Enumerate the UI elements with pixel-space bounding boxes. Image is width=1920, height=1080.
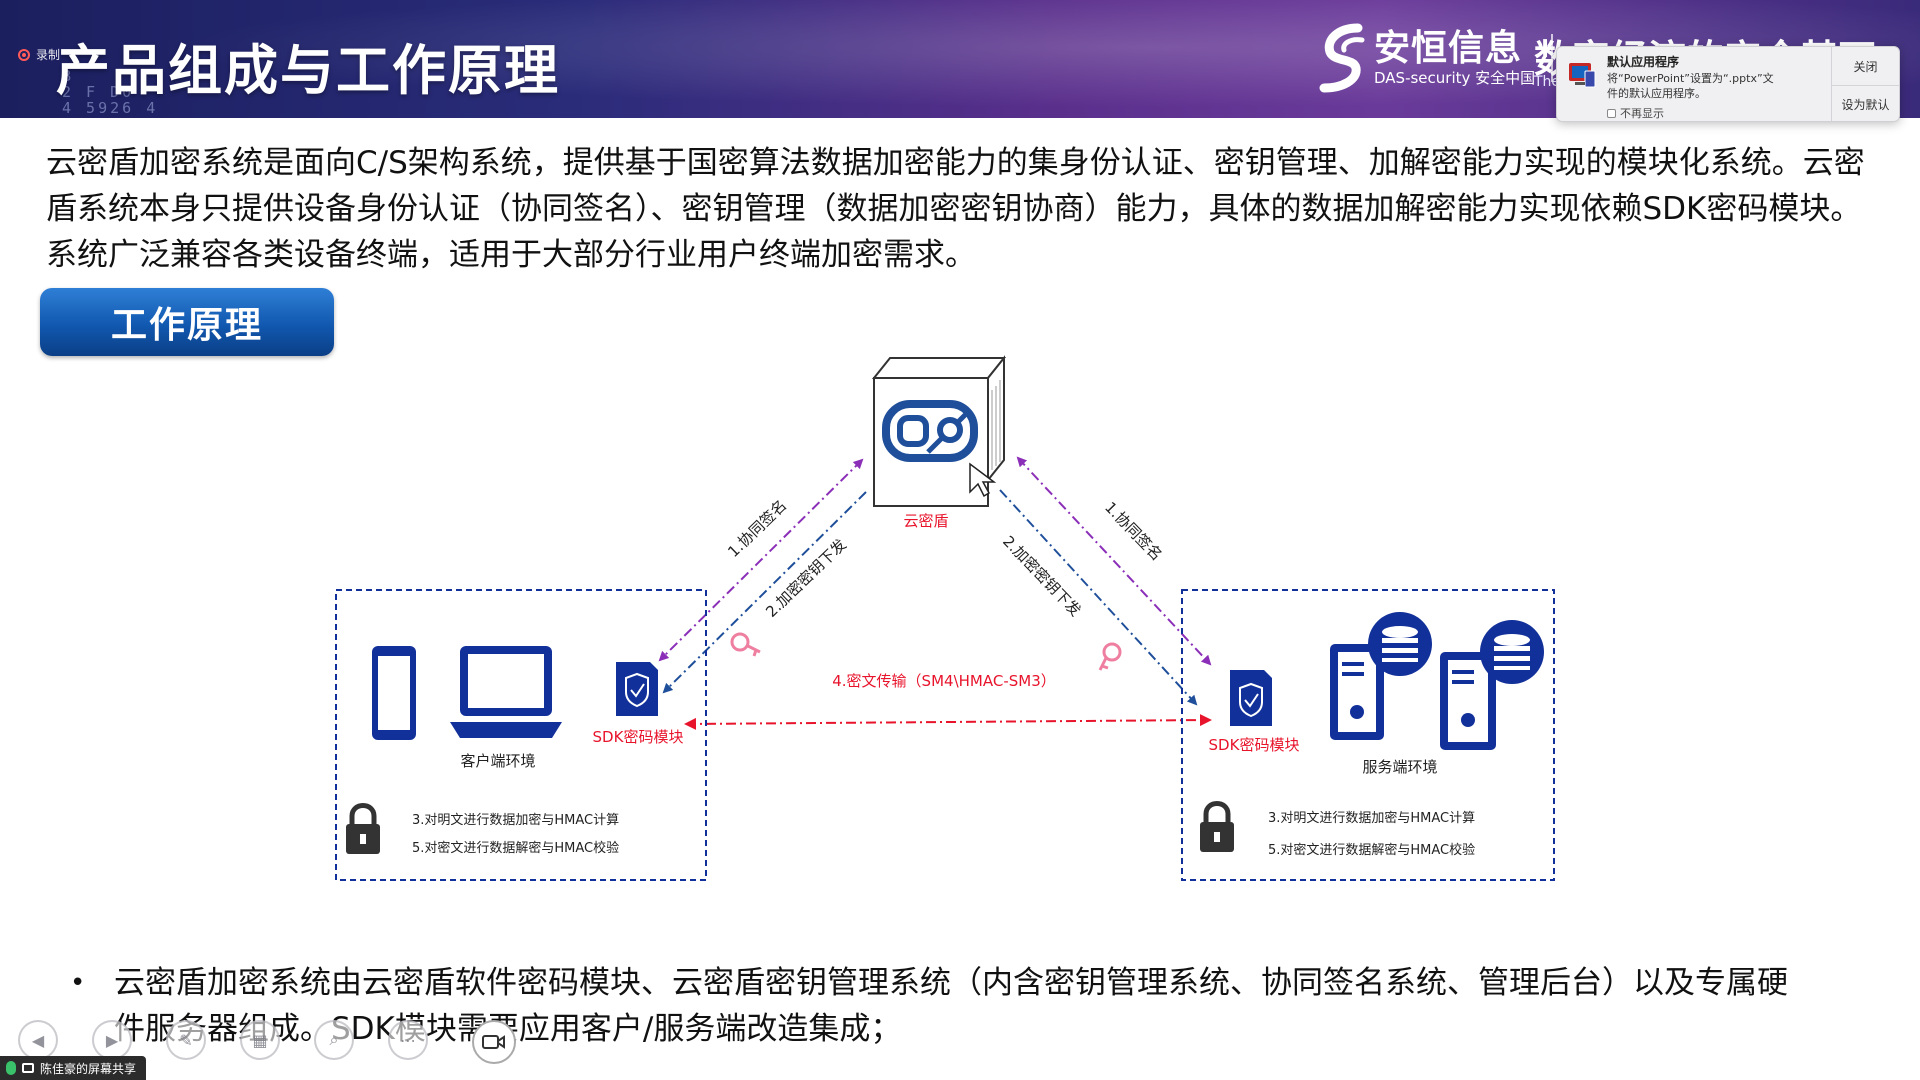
chevron-right-icon: ▶	[105, 1030, 119, 1050]
server-env-label: 服务端环境	[1362, 758, 1437, 776]
pen-icon: ✎	[179, 1030, 193, 1050]
logo-divider	[1551, 34, 1554, 82]
notification-message: 将“PowerPoint”设置为“.pptx”文件的默认应用程序。	[1607, 72, 1774, 100]
center-label: 云密盾	[903, 512, 948, 530]
more-options-button[interactable]: ⋯	[388, 1020, 428, 1060]
bullet-text: 云密盾加密系统由云密盾软件密码模块、云密盾密钥管理系统（内含密钥管理系统、协同签…	[114, 965, 1788, 1047]
client-environment-box	[335, 589, 707, 881]
record-label: 录制	[36, 48, 61, 62]
left-key-icon	[730, 632, 761, 657]
right-key-icon	[1098, 642, 1122, 671]
server-sdk-shield-icon	[1230, 670, 1272, 726]
chevron-left-icon: ◀	[31, 1030, 45, 1050]
phone-icon	[372, 646, 416, 740]
camera-button[interactable]	[472, 1020, 516, 1064]
mouse-cursor-icon	[969, 462, 997, 498]
code-line: 4 5926 4	[62, 99, 159, 117]
screen-share-label: 陈佳豪的屏幕共享	[40, 1061, 137, 1076]
video-camera-icon	[482, 1035, 505, 1049]
right-key-label: 2.加密密钥下发	[999, 532, 1084, 620]
zoom-icon: ⌕	[329, 1030, 339, 1049]
record-indicator[interactable]: 录制	[18, 46, 60, 63]
notification-buttons: 关闭 设为默认	[1831, 47, 1899, 121]
server-sdk-label: SDK密码模块	[1209, 736, 1300, 754]
notification-close-button[interactable]: 关闭	[1853, 59, 1878, 74]
previous-slide-button[interactable]: ◀	[18, 1020, 58, 1060]
zoom-button[interactable]: ⌕	[314, 1020, 354, 1060]
app-settings-icon	[1569, 63, 1596, 88]
checkbox-label: 不再显示	[1620, 107, 1664, 120]
logo-subtitle: DAS-security 安全中国	[1374, 69, 1536, 87]
intro-paragraph: 云密盾加密系统是面向C/S架构系统，提供基于国密算法数据加密能力的集身份认证、密…	[46, 145, 1865, 273]
server-lock-icon	[1200, 801, 1234, 852]
header-slogan-en: The	[1534, 74, 1561, 90]
record-icon	[18, 48, 30, 61]
right-sign-label: 1.协同签名	[1101, 498, 1166, 564]
code-line: B	[62, 67, 75, 85]
checkbox-box	[1607, 108, 1616, 118]
cloud-shield-server	[871, 355, 1007, 507]
default-app-notification[interactable]: 默认应用程序 将“PowerPoint”设置为“.pptx”文件的默认应用程序。…	[1556, 46, 1900, 122]
right-sign-arrow	[1016, 456, 1212, 666]
code-line: 2 F D0	[62, 83, 135, 101]
left-sign-arrow	[658, 458, 864, 662]
transfer-label: 4.密文传输（SM4\HMAC-SM3）	[832, 672, 1056, 690]
banner-code-decoration: B 2 F D0 4 5926 4	[62, 68, 158, 116]
screen-share-icon	[22, 1063, 34, 1073]
microphone-icon	[6, 1061, 16, 1075]
section-badge: 工作原理	[40, 288, 334, 356]
laptop-icon	[450, 646, 562, 738]
client-env-label: 客户端环境	[460, 752, 535, 770]
dont-show-again-checkbox[interactable]: 不再显示	[1607, 105, 1664, 121]
notification-title: 默认应用程序	[1607, 55, 1680, 69]
server-step5: 5.对密文进行数据解密与HMAC校验	[1268, 842, 1475, 858]
screen-share-bar[interactable]: 陈佳豪的屏幕共享	[0, 1056, 147, 1080]
set-default-button[interactable]: 设为默认	[1832, 85, 1899, 121]
more-icon: ⋯	[400, 1030, 416, 1050]
grid-icon: ▦	[252, 1030, 268, 1050]
client-sdk-shield-icon	[616, 662, 658, 716]
logo-name: 安恒信息	[1374, 28, 1523, 69]
client-step5: 5.对密文进行数据解密与HMAC校验	[412, 840, 619, 856]
server-environment-box	[1181, 589, 1555, 881]
database-server-icon	[1440, 620, 1544, 750]
transfer-arrow	[684, 714, 1212, 730]
left-sign-label: 1.协同签名	[724, 496, 790, 561]
right-key-arrow	[999, 489, 1198, 706]
left-key-label: 2.加密密钥下发	[762, 535, 850, 620]
company-logo: 安恒信息 DAS-security 安全中国	[1318, 22, 1554, 94]
page-title: 产品组成与工作原理	[56, 39, 560, 102]
slide-view-button[interactable]: ▦	[240, 1020, 280, 1060]
logo-swirl-icon	[1319, 23, 1365, 93]
next-slide-button[interactable]: ▶	[92, 1020, 132, 1060]
pen-tool-button[interactable]: ✎	[166, 1020, 206, 1060]
client-sdk-label: SDK密码模块	[593, 728, 684, 746]
client-lock-icon	[346, 803, 380, 854]
server-step3: 3.对明文进行数据加密与HMAC计算	[1268, 810, 1475, 826]
workflow-diagram: 云密盾 1.协同签名 2.加密密钥下发 1.协同签名 2.加密密钥下发 4.密文…	[335, 355, 1555, 881]
left-key-arrow	[662, 491, 867, 694]
client-step3: 3.对明文进行数据加密与HMAC计算	[412, 812, 619, 828]
bullet-dot-icon: •	[70, 968, 86, 998]
database-server-icon	[1330, 612, 1432, 740]
